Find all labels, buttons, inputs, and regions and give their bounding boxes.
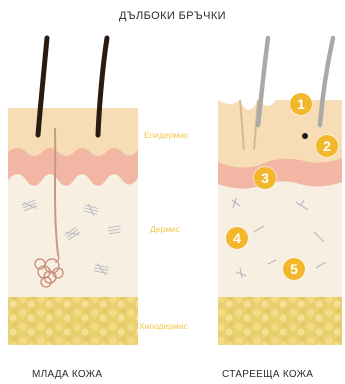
label-aging-skin: СТАРЕЕЩА КОЖА [222, 369, 313, 380]
young-skin-section [8, 38, 138, 345]
marker-3: 3 [254, 167, 276, 189]
marker-4: 4 [226, 227, 248, 249]
label-hypodermis: Хиподермис [139, 321, 188, 331]
marker-1: 1 [290, 93, 312, 115]
label-epidermis: Епидермис [144, 130, 188, 140]
label-dermis: Дермис [150, 224, 180, 234]
marker-5: 5 [283, 258, 305, 280]
pigment-spot [302, 133, 308, 139]
aging-skin-section [218, 38, 342, 345]
marker-2: 2 [316, 135, 338, 157]
young-epidermis [8, 108, 138, 156]
label-young-skin: МЛАДА КОЖА [32, 369, 102, 380]
